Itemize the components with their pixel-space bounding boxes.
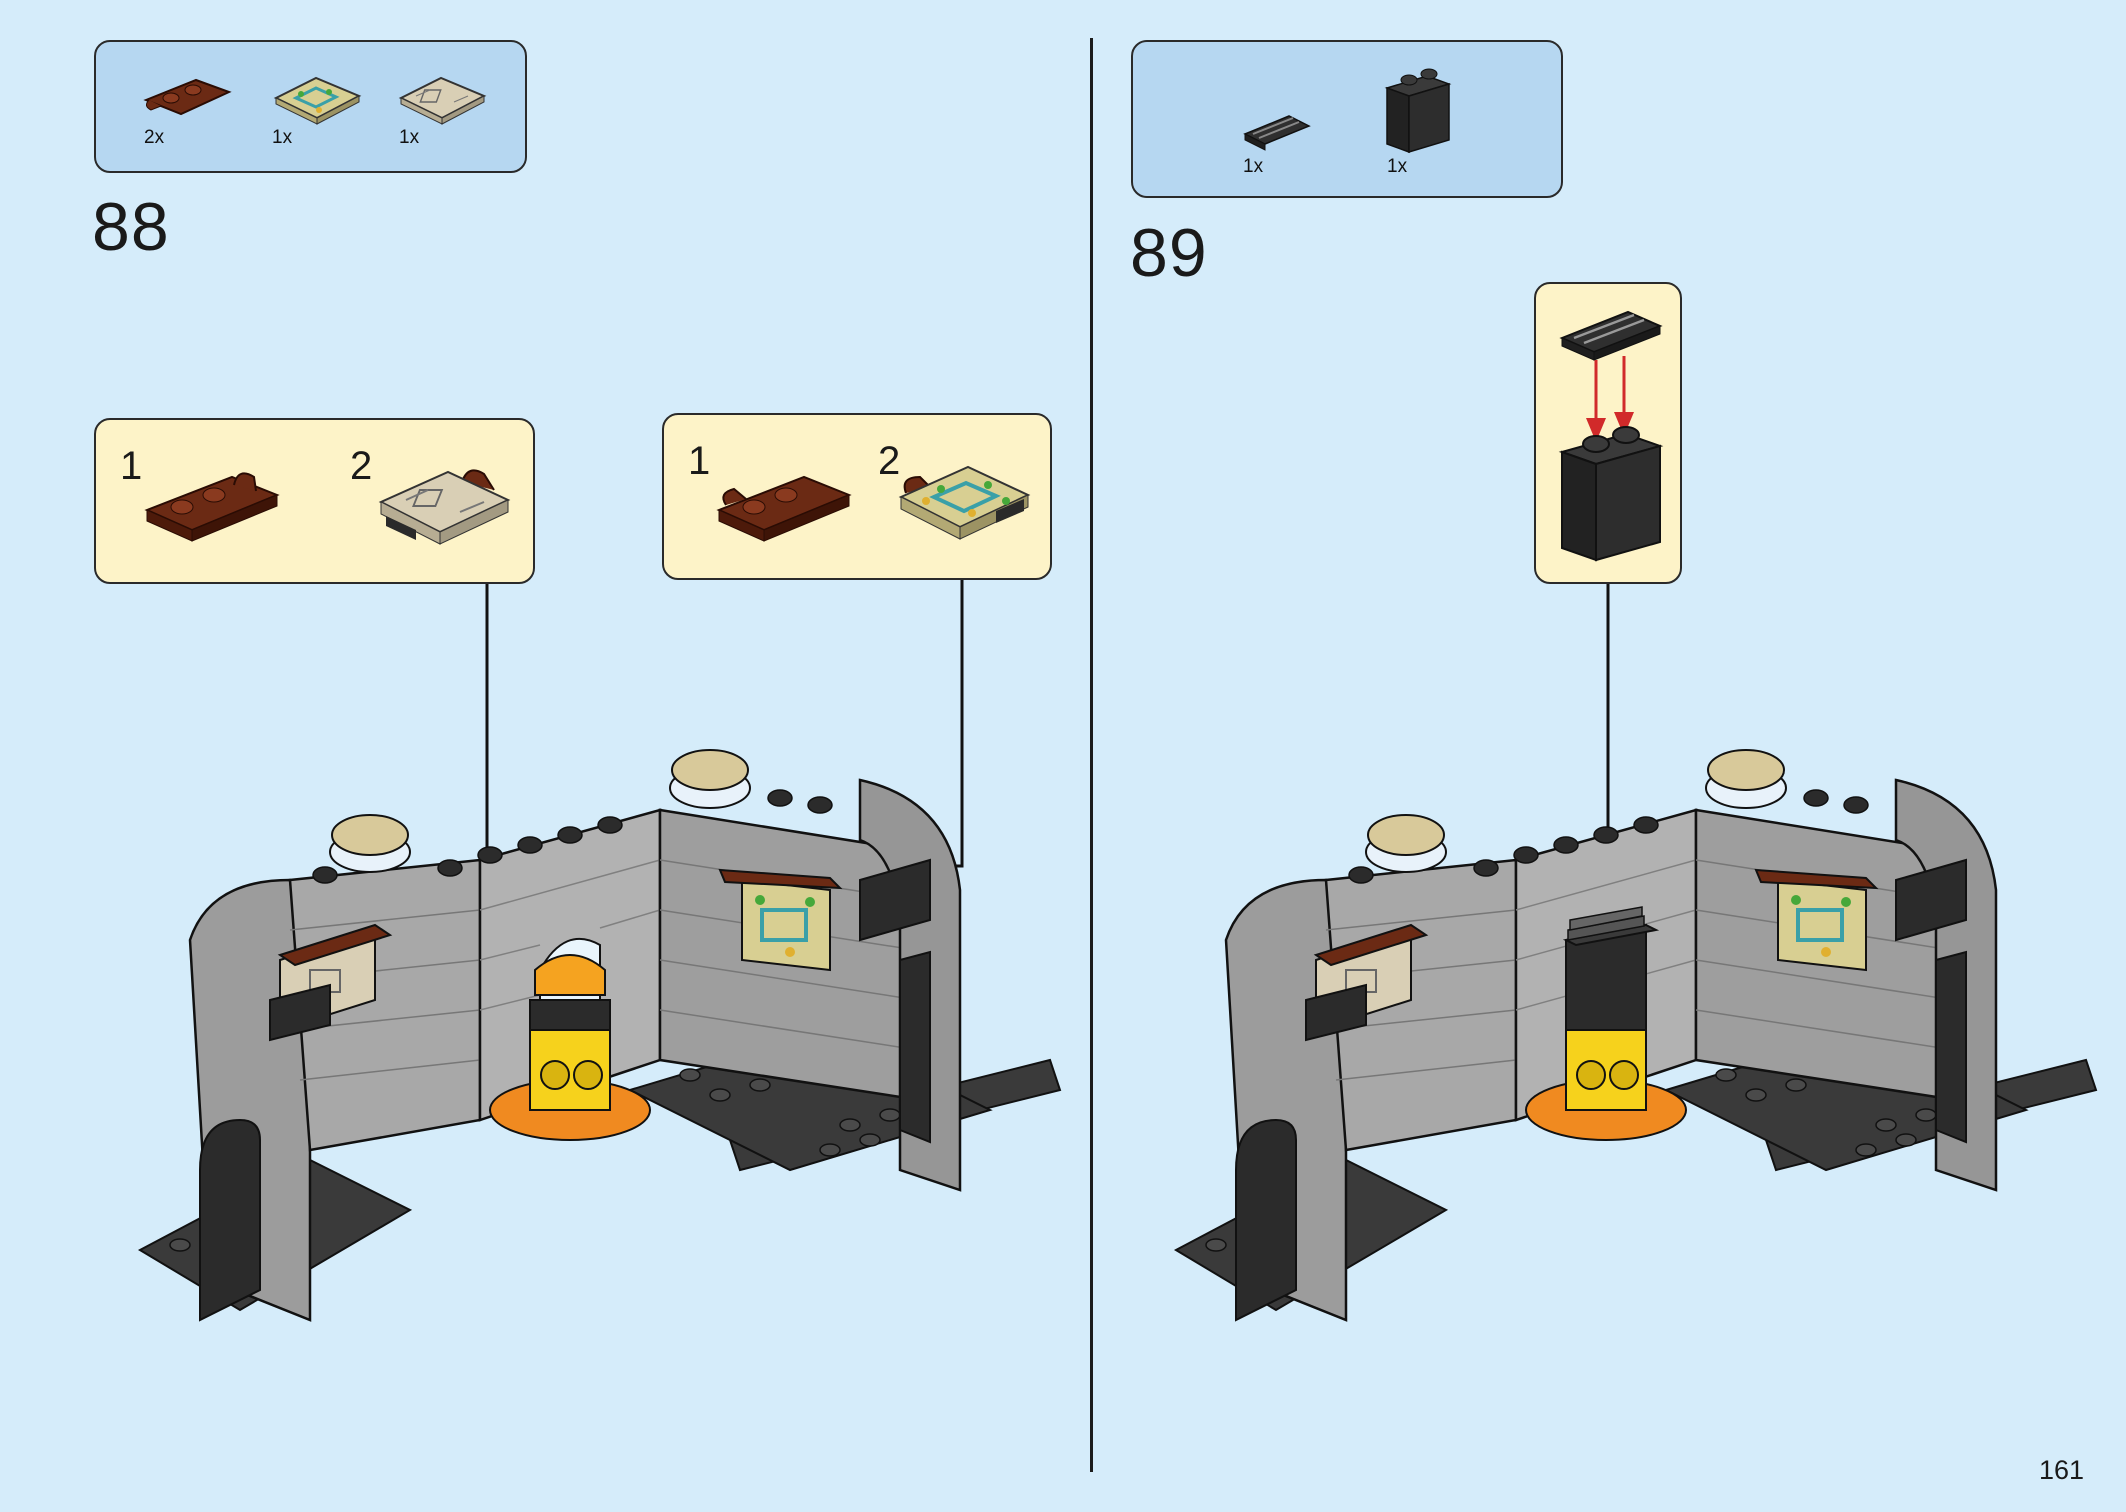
brown-clip-plate-icon: [143, 78, 232, 116]
sub-step-number: 1: [688, 439, 711, 483]
castle-model-89: [1173, 749, 2098, 1322]
map-tile-icon: [273, 76, 362, 125]
parts-list-89: 1x 1x: [1131, 40, 1563, 198]
page-number: 161: [2038, 1455, 2084, 1485]
grille-plate-icon: [1243, 115, 1311, 151]
sub-step-number: 2: [878, 439, 901, 483]
black-brick-icon: [1384, 68, 1452, 154]
subassembly-box-b: 1 2: [662, 413, 1052, 580]
grille-plate-icon: [1559, 310, 1663, 361]
printed-tan-tile-icon: [378, 469, 511, 545]
part-qty: 1x: [272, 127, 293, 148]
part-qty: 2x: [144, 127, 165, 148]
map-tile-icon: [898, 465, 1031, 540]
castle-model-88: [137, 749, 1062, 1322]
part-qty: 1x: [1387, 156, 1408, 177]
subassembly-box-89: [1534, 282, 1682, 584]
step-number-89: 89: [1130, 215, 1208, 291]
printed-tan-tile-icon: [398, 76, 487, 125]
part-qty: 1x: [1243, 156, 1264, 177]
sub-step-number: 2: [350, 444, 373, 488]
brown-clip-plate-icon: [144, 472, 280, 542]
page-divider: [1090, 38, 1093, 1472]
part-qty: 1x: [399, 127, 420, 148]
brown-clip-plate-icon: [716, 475, 852, 542]
step-number-88: 88: [92, 189, 170, 265]
black-brick-icon: [1558, 426, 1664, 562]
red-arrow-icon: [1586, 356, 1634, 442]
subassembly-box-a: 1 2: [94, 418, 535, 584]
sub-step-number: 1: [120, 444, 143, 488]
parts-list-88: 2x 1x 1x: [94, 40, 527, 173]
